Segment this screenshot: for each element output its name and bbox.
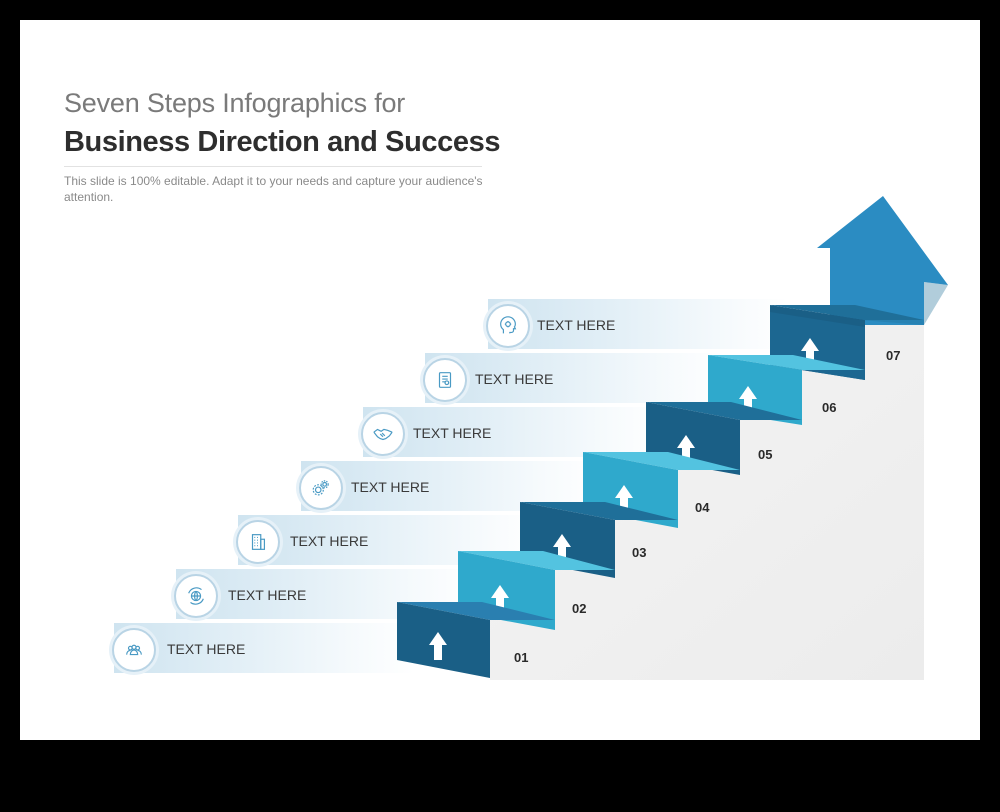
step-label-6: TEXT HERE: [475, 371, 554, 387]
step-number-1: 01: [514, 650, 529, 665]
step-number-5: 05: [758, 447, 773, 462]
staircase-graphic: [397, 196, 948, 680]
globe-icon: [174, 574, 218, 618]
step-arrow-2: [491, 585, 509, 612]
head-gear-icon: [486, 304, 530, 348]
step-label-1: TEXT HERE: [167, 641, 246, 657]
step-number-4: 04: [695, 500, 710, 515]
team-icon: [112, 628, 156, 672]
step-number-7: 07: [886, 348, 901, 363]
gears-icon: [299, 466, 343, 510]
step-label-4: TEXT HERE: [351, 479, 430, 495]
growth-arrow: [817, 196, 948, 325]
step-label-5: TEXT HERE: [413, 425, 492, 441]
step-bar-7: [488, 299, 788, 349]
slide: Seven Steps Infographics for Business Di…: [20, 20, 980, 740]
stairs-wall: [490, 320, 924, 680]
step-arrow-5: [677, 435, 695, 462]
step-arrow-6: [739, 386, 757, 413]
title-divider: [64, 166, 482, 167]
step-bar-1: [114, 623, 414, 673]
step-arrow-1: [429, 632, 447, 660]
step-arrow-4: [615, 485, 633, 512]
subtitle: This slide is 100% editable. Adapt it to…: [64, 174, 483, 204]
handshake-icon: [361, 412, 405, 456]
title-line-1: Seven Steps Infographics for: [64, 88, 406, 118]
title-line-2: Business Direction and Success: [64, 126, 501, 158]
step-arrow-7: [801, 338, 819, 365]
document-icon: [423, 358, 467, 402]
step-label-3: TEXT HERE: [290, 533, 369, 549]
step-bar-6: [425, 353, 725, 403]
step-arrow-3: [553, 534, 571, 561]
step-label-2: TEXT HERE: [228, 587, 307, 603]
step-number-2: 02: [572, 601, 587, 616]
step-number-6: 06: [822, 400, 837, 415]
step-label-7: TEXT HERE: [537, 317, 616, 333]
building-icon: [236, 520, 280, 564]
step-1: [397, 602, 555, 678]
step-bar-5: [363, 407, 663, 457]
step-number-3: 03: [632, 545, 647, 560]
